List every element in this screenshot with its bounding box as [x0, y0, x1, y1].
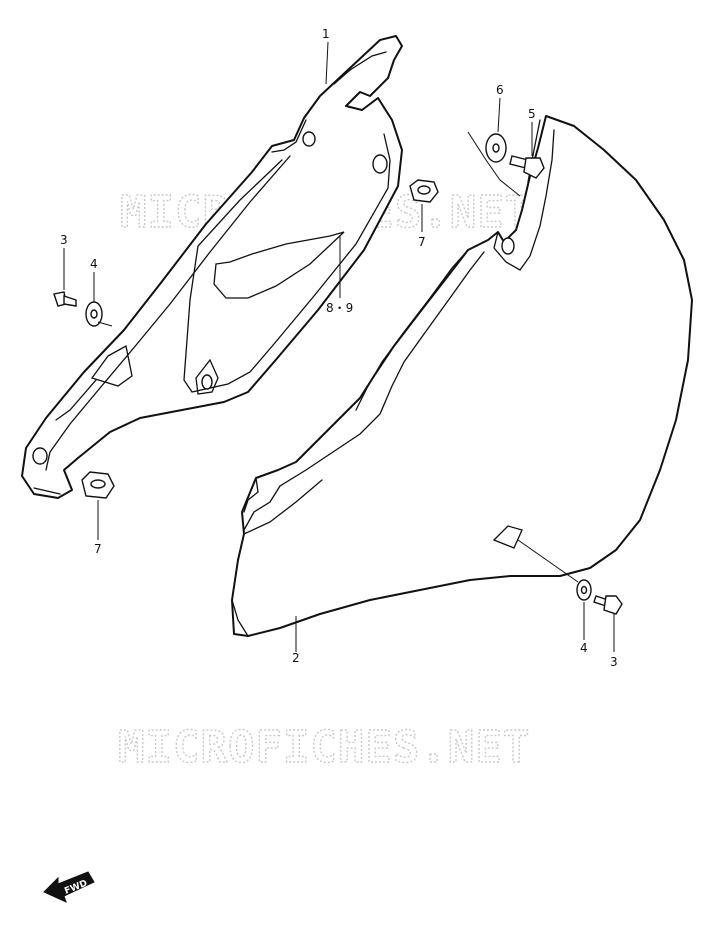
washer-right-top	[485, 133, 507, 163]
bolt-right-top	[509, 155, 545, 179]
washer-right-bottom	[576, 579, 592, 601]
callout-8-9: 8・9	[326, 301, 353, 315]
bolt-left	[53, 291, 77, 307]
callout-7-top: 7	[418, 235, 426, 249]
callout-5: 5	[528, 107, 536, 121]
grommet-top	[409, 179, 439, 203]
grommet-bottom	[81, 471, 115, 499]
callout-1: 1	[322, 27, 330, 41]
callout-4-left: 4	[90, 257, 98, 271]
frame-cover-left	[21, 35, 403, 499]
callout-3-left: 3	[60, 233, 68, 247]
fwd-arrow-icon: FWD	[43, 871, 95, 903]
side-cover-right	[231, 115, 693, 637]
callout-7-bottom: 7	[94, 542, 102, 556]
callout-3-right: 3	[610, 655, 618, 669]
callout-4-right: 4	[580, 641, 588, 655]
bolt-right-bottom	[593, 595, 623, 615]
callout-2: 2	[292, 651, 300, 665]
watermark-bottom: MICROFICHES.NET	[118, 722, 530, 773]
callout-6: 6	[496, 83, 504, 97]
